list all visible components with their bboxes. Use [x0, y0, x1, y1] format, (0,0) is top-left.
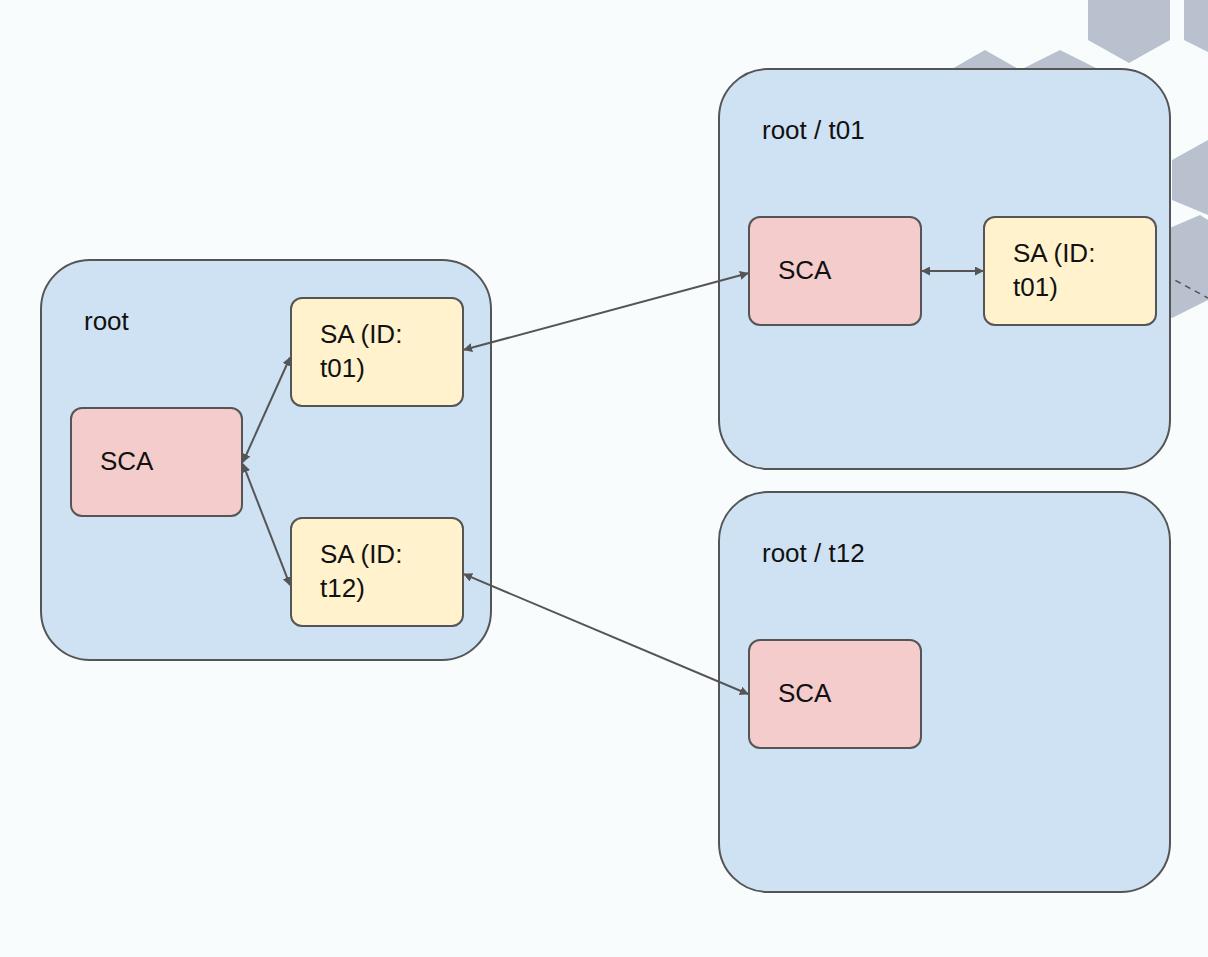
box-label: SA (ID: t01)	[1013, 237, 1128, 305]
connector-arrow	[922, 270, 983, 272]
hexagon	[1172, 140, 1208, 215]
sca-box: SCA	[748, 216, 922, 326]
sa-box: SA (ID: t12)	[290, 517, 464, 627]
sa-box: SA (ID: t01)	[983, 216, 1157, 326]
scope-label: root / t12	[762, 537, 865, 571]
hexagon	[1165, 215, 1208, 318]
connector-arrow	[464, 574, 748, 694]
hexagon	[1184, 0, 1208, 52]
scope-container: rootSCA SA (ID: t01) SA (ID: t12)	[40, 259, 492, 661]
box-label: SA (ID: t12)	[320, 538, 435, 606]
scope-label: root / t01	[762, 114, 865, 148]
scope-container: root / t01SCA SA (ID: t01)	[718, 68, 1171, 470]
box-label: SCA	[778, 254, 831, 288]
sca-box: SCA	[70, 407, 243, 517]
sca-box: SCA	[748, 639, 922, 749]
scope-label: root	[84, 305, 129, 339]
box-label: SCA	[778, 677, 831, 711]
box-label: SA (ID: t01)	[320, 318, 435, 386]
box-label: SCA	[100, 445, 153, 479]
hexagon	[1088, 0, 1170, 63]
connector-arrow	[464, 273, 748, 350]
hexagon	[950, 50, 1100, 70]
scope-container: root / t12SCA	[718, 491, 1171, 893]
sa-box: SA (ID: t01)	[290, 297, 464, 407]
